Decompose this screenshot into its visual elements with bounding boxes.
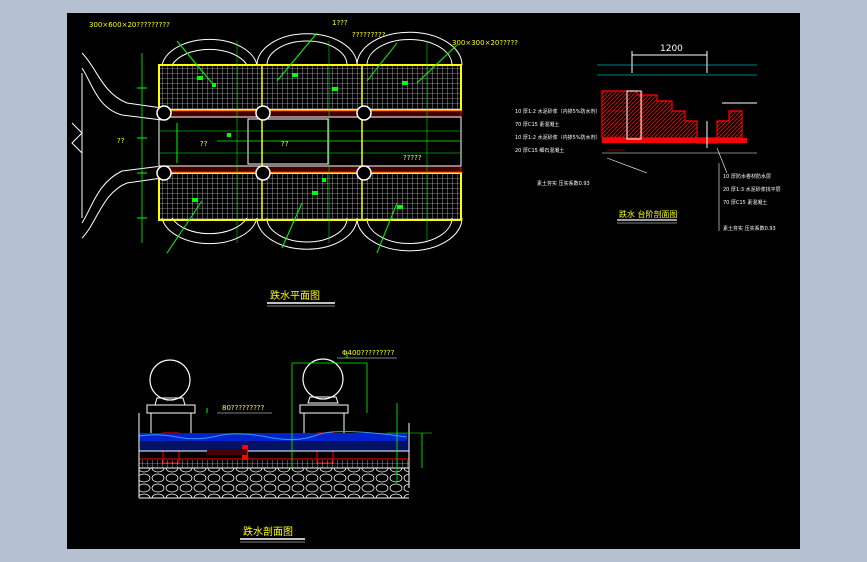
plan-title: 跌水平面图 [270,289,320,302]
fountain-label-wall: 80????????? [222,404,265,412]
step-layer-right-1: 10 厚防水卷材防水层 [723,173,771,180]
plan-label-top-right: 300×300×20????? [452,39,518,47]
step-section-title: 跌水 台阶剖面图 [619,209,678,219]
cad-viewport[interactable]: 300×600×20????????? 1??? ????????? 300×3… [67,13,800,549]
plan-label-top-mid: 1??? [332,19,348,27]
step-layer-right-4: 素土夯实 压实系数0.93 [723,225,776,232]
plan-label-center-a: ?? [200,140,208,148]
step-dim-top: 1200 [660,44,683,54]
step-layer-left-1: 10 厚1:2 水泥砂浆（内掺5%防水剂） [515,108,601,115]
plan-label-top-left: 300×600×20????????? [89,21,170,29]
step-layer-left-3: 10 厚1:2 水泥砂浆（内掺5%防水剂） [515,134,601,141]
plan-label-center-b: ?? [281,140,289,148]
step-section: 1200 10 厚1:2 水泥砂浆（内掺5%防水剂） 70 厚C15 素混凝土 … [515,44,781,232]
fountain-label-ball: Φ400????????? [342,349,395,357]
drawing-canvas: 300×600×20????????? 1??? ????????? 300×3… [71,19,781,543]
fountain-section: Φ400????????? 80????????? 跌水剖面图 [138,349,432,543]
step-layer-left-2: 70 厚C15 素混凝土 [515,121,559,128]
plan-label-center-c: ????? [403,154,422,162]
step-layer-right-3: 70 厚C15 素混凝土 [723,199,767,206]
step-layer-bottom-left: 素土夯实 压实系数0.93 [537,180,590,187]
plan-label-left: ?? [117,137,125,145]
plan-view: 300×600×20????????? 1??? ????????? 300×3… [71,19,518,307]
step-layer-right-2: 20 厚1:3 水泥砂浆找平层 [723,186,781,193]
fountain-section-title: 跌水剖面图 [243,525,293,538]
plan-label-top-mid2: ????????? [352,31,386,39]
step-layer-left-4: 20 厚C15 细石混凝土 [515,147,564,154]
